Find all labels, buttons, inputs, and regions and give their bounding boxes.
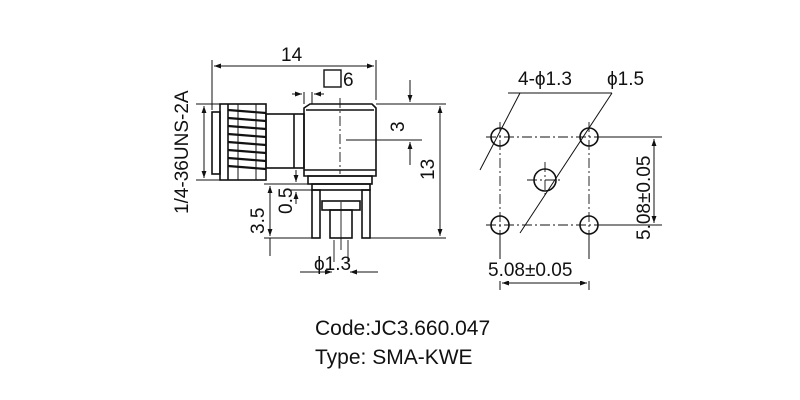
connector-neck <box>265 113 305 169</box>
threaded-barrel <box>211 103 267 181</box>
dim-offset-label: 3 <box>388 121 409 132</box>
dim-pin-diameter-label: ϕ1.3 <box>314 254 351 275</box>
pitch-horizontal-label: 5.08±0.05 <box>488 260 572 281</box>
pcb-layout-view <box>479 92 662 290</box>
part-type: Type: SMA-KWE <box>315 346 473 369</box>
dim-height-label: 13 <box>418 159 439 180</box>
hole-callout-label: 4-ϕ1.3 <box>518 69 572 90</box>
connector-body <box>303 98 377 177</box>
side-view-labels: 1/4-36UNS-2A 14 6 3 13 0.5 3.5 ϕ1.3 <box>172 45 439 275</box>
part-code: Code:JC3.660.047 <box>315 317 491 340</box>
side-view <box>196 60 446 275</box>
pcb-layout-labels: 4-ϕ1.3 ϕ1.5 5.08±0.05 5.08±0.05 <box>488 69 655 281</box>
square-symbol <box>323 69 342 88</box>
dim-standoff-label: 0.5 <box>276 188 297 214</box>
dim-length-label: 14 <box>281 45 303 66</box>
thread-label: 1/4-36UNS-2A <box>172 90 193 214</box>
dim-square-label: 6 <box>343 70 354 91</box>
pcb-legs <box>311 189 371 262</box>
connector-base <box>307 175 373 191</box>
dim-pin-length-label: 3.5 <box>248 208 269 234</box>
pitch-vertical-label: 5.08±0.05 <box>634 156 655 240</box>
center-hole-callout-label: ϕ1.5 <box>607 69 644 90</box>
